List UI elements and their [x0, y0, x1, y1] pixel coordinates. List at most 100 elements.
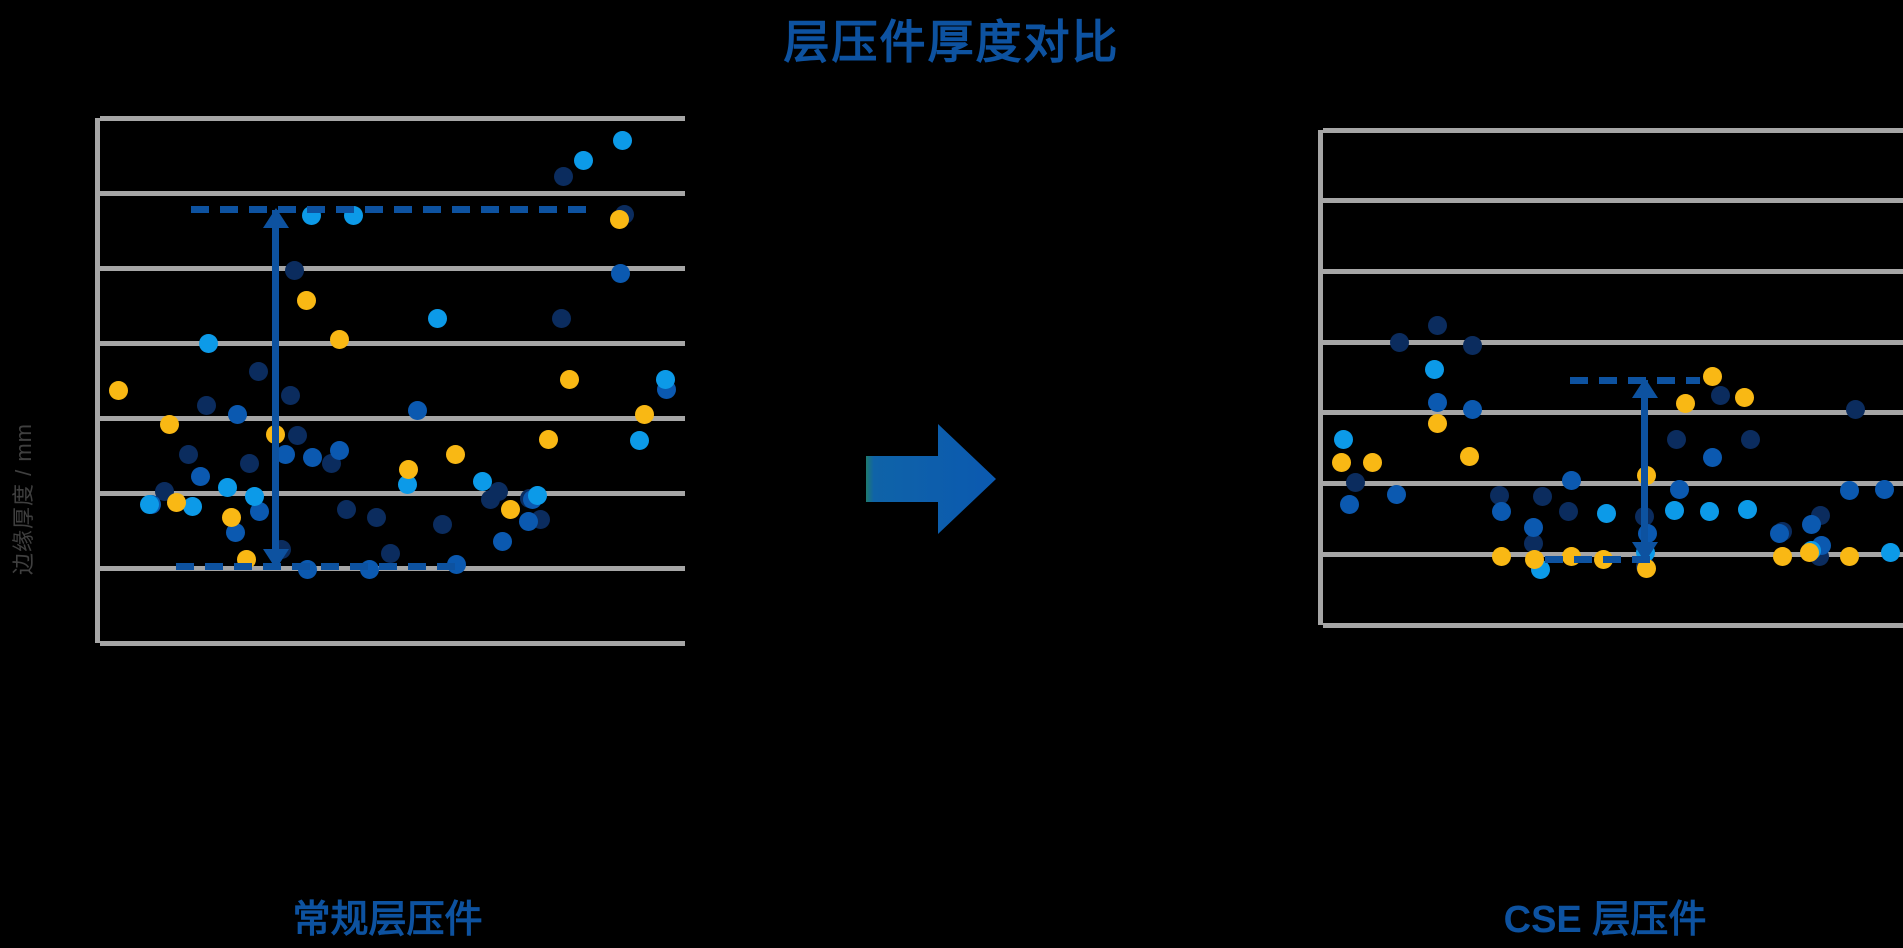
data-point: [1737, 500, 1757, 520]
data-point: [1772, 546, 1792, 566]
data-point: [1524, 534, 1544, 554]
data-point: [407, 401, 427, 420]
measurement-arrow-head-down: [1631, 541, 1658, 562]
data-point: [1769, 523, 1789, 543]
gridline: [100, 190, 685, 196]
annotation-dashed-line-upper: [190, 206, 591, 213]
data-point: [1559, 502, 1579, 522]
data-point: [553, 167, 573, 186]
chart-panel-conventional: [95, 115, 685, 646]
data-point: [1491, 546, 1511, 566]
data-point: [1532, 486, 1552, 506]
caption-conventional: 常规层压件: [292, 899, 483, 941]
data-point: [381, 543, 401, 563]
gridline: [1323, 268, 1903, 274]
data-point: [1880, 542, 1900, 562]
data-point: [1462, 399, 1482, 419]
data-point: [244, 487, 264, 507]
data-point: [287, 425, 307, 445]
gridline: [1323, 481, 1903, 487]
data-point: [1875, 479, 1895, 499]
data-point: [1840, 481, 1859, 501]
data-point: [297, 290, 316, 310]
data-point: [198, 333, 218, 353]
data-point: [492, 532, 512, 552]
data-point: [239, 453, 259, 473]
data-point: [612, 131, 632, 150]
data-point: [446, 444, 466, 464]
data-point: [227, 404, 247, 424]
data-point: [191, 467, 211, 486]
plot-area-left: [95, 115, 685, 646]
data-point: [337, 500, 357, 519]
data-point: [629, 431, 649, 450]
gridline: [1323, 622, 1903, 628]
data-point: [1427, 316, 1447, 336]
data-point: [284, 260, 304, 280]
data-point: [109, 380, 129, 400]
data-point: [1332, 452, 1352, 472]
data-point: [472, 472, 492, 492]
data-point: [1670, 479, 1690, 499]
gridline: [1323, 410, 1903, 416]
data-point: [140, 494, 160, 514]
gridline: [100, 340, 685, 346]
data-point: [249, 502, 269, 522]
data-point: [1389, 332, 1409, 352]
chart-panel-cse: [1318, 127, 1903, 628]
right-arrow-icon: [866, 424, 996, 534]
data-point: [166, 492, 186, 512]
data-point: [1702, 366, 1722, 386]
data-point: [226, 522, 246, 542]
data-point: [159, 414, 179, 434]
data-point: [539, 429, 559, 449]
data-point: [1597, 503, 1617, 523]
gridline: [100, 490, 685, 496]
caption-cse: CSE 层压件: [1503, 899, 1707, 941]
data-point: [1699, 502, 1719, 522]
gridline: [1323, 198, 1903, 204]
data-point: [528, 485, 548, 505]
measurement-arrow-head-up: [262, 207, 289, 228]
data-point: [281, 386, 301, 405]
data-point: [501, 500, 521, 519]
data-point: [1800, 543, 1820, 563]
data-point: [182, 497, 202, 516]
data-point: [489, 482, 509, 501]
data-point: [1525, 550, 1545, 570]
page-title: 层压件厚度对比: [783, 16, 1120, 68]
data-point: [1664, 500, 1684, 520]
data-point: [609, 209, 629, 229]
data-point: [574, 151, 594, 171]
data-point: [275, 444, 295, 464]
data-point: [611, 263, 631, 283]
data-point: [1840, 546, 1859, 566]
annotation-dashed-line-lower: [175, 563, 466, 570]
measurement-arrow-stem: [272, 209, 279, 567]
data-point: [1667, 430, 1687, 450]
annotation-dashed-line-lower: [1544, 556, 1650, 564]
data-point: [1801, 515, 1821, 535]
data-point: [1491, 502, 1511, 522]
data-point: [1562, 470, 1582, 490]
data-point: [552, 308, 572, 328]
data-point: [1740, 430, 1760, 450]
y-axis-label: 边缘厚度 / mm: [11, 423, 36, 575]
gridline: [1323, 551, 1903, 557]
data-point: [302, 448, 322, 468]
gridline: [1323, 339, 1903, 345]
plot-area-right: [1318, 127, 1903, 628]
measurement-arrow-head-down: [262, 548, 289, 569]
gridline: [100, 415, 685, 421]
data-point: [1427, 392, 1447, 412]
data-point: [1427, 413, 1447, 433]
data-point: [399, 459, 419, 479]
gridline: [1323, 127, 1903, 133]
data-point: [398, 474, 418, 494]
gridline: [100, 265, 685, 271]
data-point: [1490, 486, 1510, 506]
data-point: [222, 507, 242, 527]
data-point: [249, 362, 269, 381]
data-point: [1386, 484, 1406, 504]
data-point: [428, 308, 448, 328]
